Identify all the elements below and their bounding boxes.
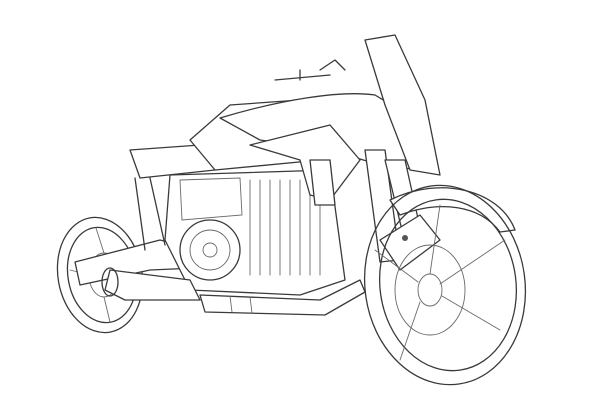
front-wheel <box>363 184 527 386</box>
exhaust <box>101 267 366 316</box>
front-fender <box>389 187 516 233</box>
engine <box>164 169 346 296</box>
